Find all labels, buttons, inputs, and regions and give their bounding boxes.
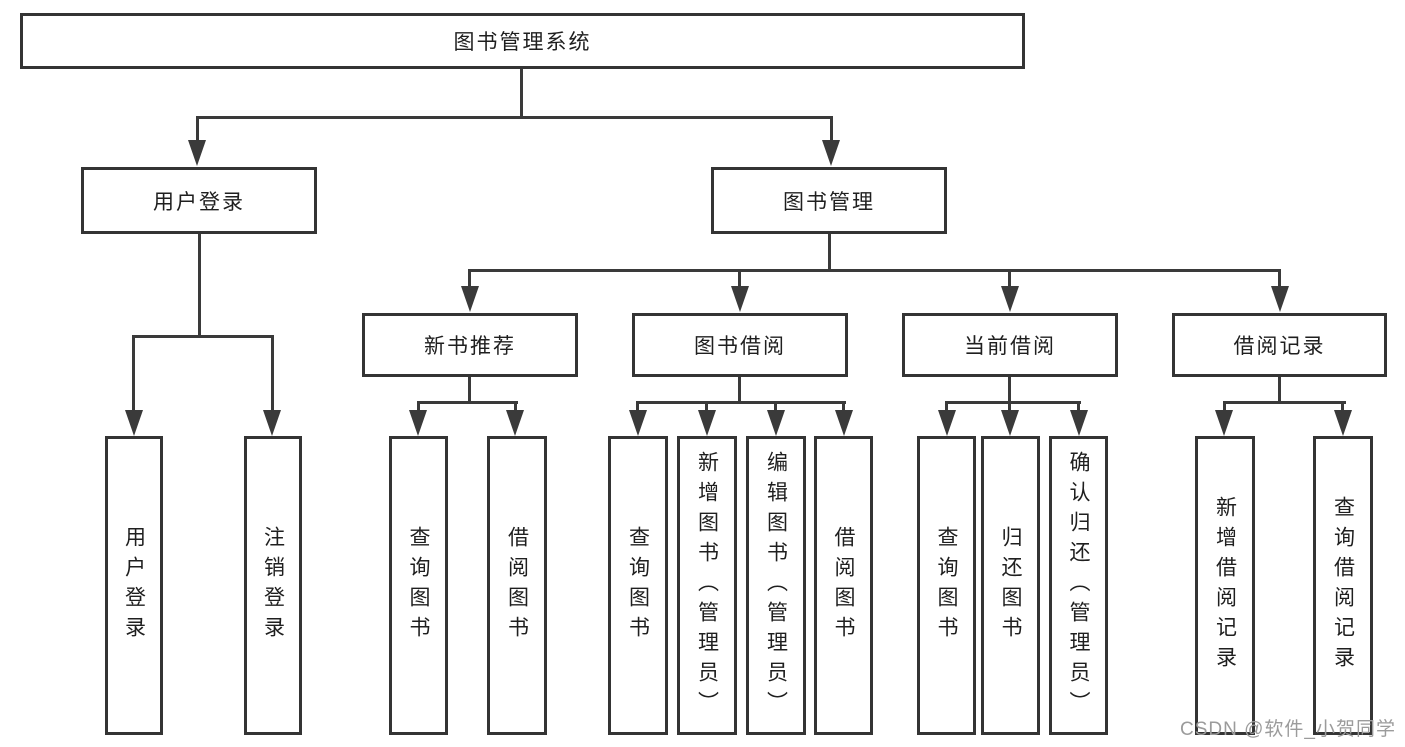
arrowhead-records-leaf-1 xyxy=(1215,410,1233,436)
leaf-add-books-admin: 新增图书（管理员） xyxy=(677,436,737,735)
arrowhead-current-leaf-1 xyxy=(938,410,956,436)
leaf-add-borrow-record: 新增借阅记录 xyxy=(1195,436,1255,735)
leaf-return-books-label: 归还图书 xyxy=(999,525,1022,646)
leaf-borrow-books-label: 借阅图书 xyxy=(832,525,855,646)
leaf-query-borrow-record-label: 查询借阅记录 xyxy=(1331,495,1355,676)
arrowhead-to-leaf-user-login xyxy=(125,410,143,436)
leaf-borrow-query-books-label: 查询图书 xyxy=(626,525,650,646)
node-new-book-recommend-label: 新书推荐 xyxy=(424,335,516,358)
leaf-recommend-borrow-books-label: 借阅图书 xyxy=(505,525,529,646)
connector-bookmgmt-drop-2 xyxy=(738,269,741,289)
node-book-borrow-label: 图书借阅 xyxy=(694,335,786,358)
arrowhead-to-book-management xyxy=(822,140,840,166)
arrowhead-recommend-leaf-2 xyxy=(506,410,524,436)
node-new-book-recommend: 新书推荐 xyxy=(362,313,578,377)
connector-current-hbar xyxy=(945,401,1081,404)
connector-root-drop-right xyxy=(830,116,833,142)
arrowhead-current-leaf-2 xyxy=(1001,410,1019,436)
leaf-borrow-books: 借阅图书 xyxy=(814,436,873,735)
connector-current-drop-1 xyxy=(945,401,948,412)
connector-borrow-drop-3 xyxy=(774,401,777,412)
leaf-add-borrow-record-label: 新增借阅记录 xyxy=(1213,495,1237,676)
node-current-borrow-label: 当前借阅 xyxy=(964,335,1056,358)
connector-userlogin-drop-right xyxy=(271,335,274,413)
connector-recommend-drop-1 xyxy=(417,401,420,412)
node-borrow-records-label: 借阅记录 xyxy=(1233,335,1326,358)
leaf-add-books-admin-label: 新增图书（管理员） xyxy=(695,450,719,721)
arrowhead-to-leaf-logout xyxy=(263,410,281,436)
connector-bookmgmt-drop-3 xyxy=(1008,269,1011,289)
connector-records-drop-2 xyxy=(1341,401,1344,412)
leaf-recommend-query-books: 查询图书 xyxy=(389,436,448,735)
leaf-return-books: 归还图书 xyxy=(981,436,1040,735)
arrowhead-to-user-login xyxy=(188,140,206,166)
connector-current-stem xyxy=(1008,377,1011,404)
leaf-user-login: 用户登录 xyxy=(105,436,163,735)
arrowhead-to-book-borrow xyxy=(731,286,749,312)
node-book-borrow: 图书借阅 xyxy=(632,313,848,377)
arrowhead-to-new-book-recommend xyxy=(461,286,479,312)
leaf-logout-label: 注销登录 xyxy=(261,525,285,646)
arrowhead-borrow-leaf-1 xyxy=(629,410,647,436)
node-book-management: 图书管理 xyxy=(711,167,947,234)
leaf-user-login-label: 用户登录 xyxy=(122,525,146,646)
leaf-current-query-books: 查询图书 xyxy=(917,436,976,735)
connector-records-drop-1 xyxy=(1223,401,1226,412)
leaf-borrow-query-books: 查询图书 xyxy=(608,436,668,735)
csdn-watermark: CSDN @软件_小贺同学 xyxy=(1180,719,1396,740)
connector-borrow-drop-2 xyxy=(705,401,708,412)
connector-userlogin-hbar xyxy=(132,335,274,338)
leaf-confirm-return-admin-label: 确认归还（管理员） xyxy=(1067,450,1090,721)
connector-recommend-drop-2 xyxy=(514,401,517,412)
leaf-logout: 注销登录 xyxy=(244,436,302,735)
connector-records-stem xyxy=(1278,376,1281,404)
connector-current-drop-2 xyxy=(1008,401,1011,412)
connector-userlogin-drop-left xyxy=(132,335,135,413)
connector-current-drop-3 xyxy=(1077,401,1080,412)
connector-bookmgmt-drop-4 xyxy=(1278,269,1281,289)
arrowhead-current-leaf-3 xyxy=(1070,410,1088,436)
connector-root-stem xyxy=(520,69,523,119)
arrowhead-records-leaf-2 xyxy=(1334,410,1352,436)
arrowhead-borrow-leaf-2 xyxy=(698,410,716,436)
leaf-edit-books-admin: 编辑图书（管理员） xyxy=(746,436,806,735)
node-current-borrow: 当前借阅 xyxy=(902,313,1118,377)
connector-recommend-stem xyxy=(468,377,471,404)
connector-borrow-drop-4 xyxy=(842,401,845,412)
connector-borrow-drop-1 xyxy=(636,401,639,412)
connector-borrow-stem xyxy=(738,377,741,404)
connector-bookmgmt-hbar xyxy=(468,269,1281,272)
arrowhead-recommend-leaf-1 xyxy=(409,410,427,436)
connector-records-hbar xyxy=(1223,401,1346,404)
arrowhead-borrow-leaf-4 xyxy=(835,410,853,436)
leaf-query-borrow-record: 查询借阅记录 xyxy=(1313,436,1373,735)
connector-userlogin-stem xyxy=(198,233,201,338)
leaf-current-query-books-label: 查询图书 xyxy=(935,525,958,646)
leaf-recommend-borrow-books: 借阅图书 xyxy=(487,436,547,735)
arrowhead-borrow-leaf-3 xyxy=(767,410,785,436)
connector-bookmgmt-stem xyxy=(828,234,831,272)
arrowhead-to-current-borrow xyxy=(1001,286,1019,312)
leaf-confirm-return-admin: 确认归还（管理员） xyxy=(1049,436,1108,735)
connector-bookmgmt-drop-1 xyxy=(468,269,471,289)
node-user-login: 用户登录 xyxy=(81,167,317,234)
connector-recommend-hbar xyxy=(417,401,518,404)
connector-borrow-hbar xyxy=(636,401,846,404)
node-user-login-label: 用户登录 xyxy=(153,190,245,214)
leaf-edit-books-admin-label: 编辑图书（管理员） xyxy=(764,450,788,721)
connector-root-hbar xyxy=(196,116,833,119)
node-borrow-records: 借阅记录 xyxy=(1172,313,1387,377)
connector-root-drop-left xyxy=(196,116,199,142)
leaf-recommend-query-books-label: 查询图书 xyxy=(407,525,430,646)
node-book-management-label: 图书管理 xyxy=(783,190,875,214)
node-library-system-label: 图书管理系统 xyxy=(453,31,592,54)
node-library-system: 图书管理系统 xyxy=(20,13,1025,69)
arrowhead-to-borrow-records xyxy=(1271,286,1289,312)
